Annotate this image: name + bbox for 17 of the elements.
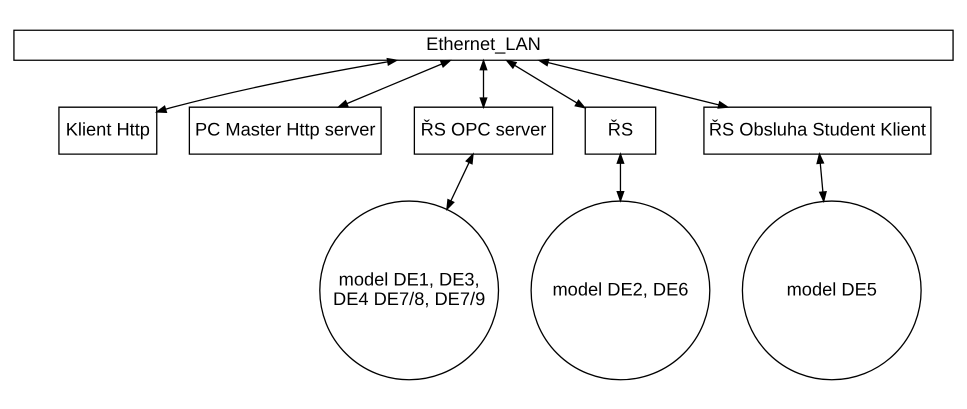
arrow	[154, 57, 399, 113]
node-circle: model DE5	[742, 200, 922, 380]
arrow	[446, 152, 474, 210]
node-box: Ethernet_LAN	[13, 29, 954, 60]
arrow	[616, 152, 625, 202]
node-box: Klient Http	[58, 106, 158, 154]
arrow	[816, 152, 827, 203]
node-box: PC Master Http server	[188, 106, 382, 154]
arrow	[336, 59, 452, 108]
node-circle: model DE2, DE6	[530, 200, 710, 380]
arrow	[505, 59, 586, 108]
node-circle: model DE1, DE3, DE4 DE7/8, DE7/9	[319, 200, 500, 380]
arrow	[479, 58, 488, 109]
arrow	[537, 58, 730, 108]
node-box: ŘS	[584, 106, 656, 154]
node-box: ŘS OPC server	[414, 106, 554, 154]
node-box: ŘS Obsluha Student Klient	[703, 106, 932, 154]
